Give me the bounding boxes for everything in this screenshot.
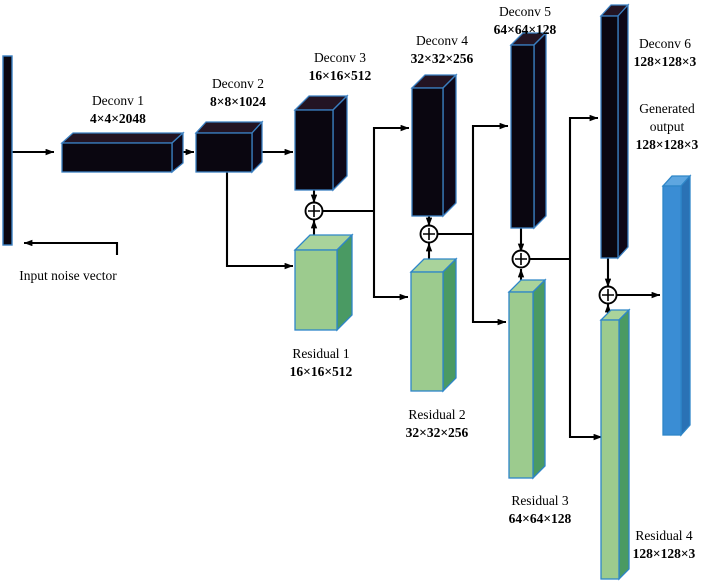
- generated-output-block: [661, 174, 692, 437]
- edge-deconv2-residual1: [225, 172, 294, 270]
- deconv4-label: Deconv 4: [416, 33, 468, 48]
- deconv1-block: [60, 131, 185, 174]
- deconv4-shape: 32×32×256: [411, 51, 474, 66]
- deconv1-shape: 4×4×2048: [90, 111, 146, 126]
- deconv6-block: [599, 3, 630, 260]
- generated-output-label-line2: output: [650, 119, 685, 134]
- adder-3: [511, 249, 531, 269]
- edge-trunk1-residual2: [372, 211, 409, 301]
- adder-4: [598, 285, 618, 305]
- deconv4-block: [410, 73, 458, 218]
- deconv3-block: [293, 94, 349, 192]
- residual4-label: Residual 4: [635, 528, 693, 543]
- deconv5-label: Deconv 5: [499, 4, 551, 19]
- residual4-block: [599, 308, 631, 581]
- residual3-shape: 64×64×128: [509, 511, 572, 526]
- input-noise-vector: [2, 55, 13, 246]
- deconv2-shape: 8×8×1024: [210, 94, 266, 109]
- adder-1: [304, 201, 324, 221]
- residual1-shape: 16×16×512: [290, 364, 353, 379]
- residual1-label: Residual 1: [292, 346, 349, 361]
- deconv6-label: Deconv 6: [639, 36, 691, 51]
- residual3-label: Residual 3: [511, 493, 569, 508]
- deconv3-shape: 16×16×512: [309, 68, 372, 83]
- residual3-block: [507, 278, 547, 480]
- edge-trunk1-deconv4: [372, 124, 410, 211]
- edge-trunk3-residual4: [568, 259, 603, 441]
- residual2-block: [409, 257, 458, 393]
- edge-trunk2-deconv5: [471, 122, 509, 234]
- edge-trunk2-residual3: [471, 234, 507, 326]
- deconv5-shape: 64×64×128: [494, 22, 557, 37]
- residual2-label: Residual 2: [408, 407, 465, 422]
- deconv5-block: [509, 31, 548, 230]
- deconv2-label: Deconv 2: [212, 76, 264, 91]
- adder-2: [419, 224, 439, 244]
- deconv1-label: Deconv 1: [92, 93, 144, 108]
- edge-trunk3-deconv6: [568, 114, 599, 259]
- residual1-block: [293, 233, 354, 332]
- deconv6-shape: 128×128×3: [634, 54, 697, 69]
- deconv3-label: Deconv 3: [314, 50, 366, 65]
- residual4-shape: 128×128×3: [633, 546, 696, 561]
- residual2-shape: 32×32×256: [406, 425, 469, 440]
- generated-output-shape: 128×128×3: [636, 137, 699, 152]
- input-leader-line: [23, 239, 119, 255]
- deconv2-block: [194, 120, 264, 174]
- generated-output-label-line1: Generated: [639, 101, 695, 116]
- input-noise-vector-label: Input noise vector: [19, 268, 117, 283]
